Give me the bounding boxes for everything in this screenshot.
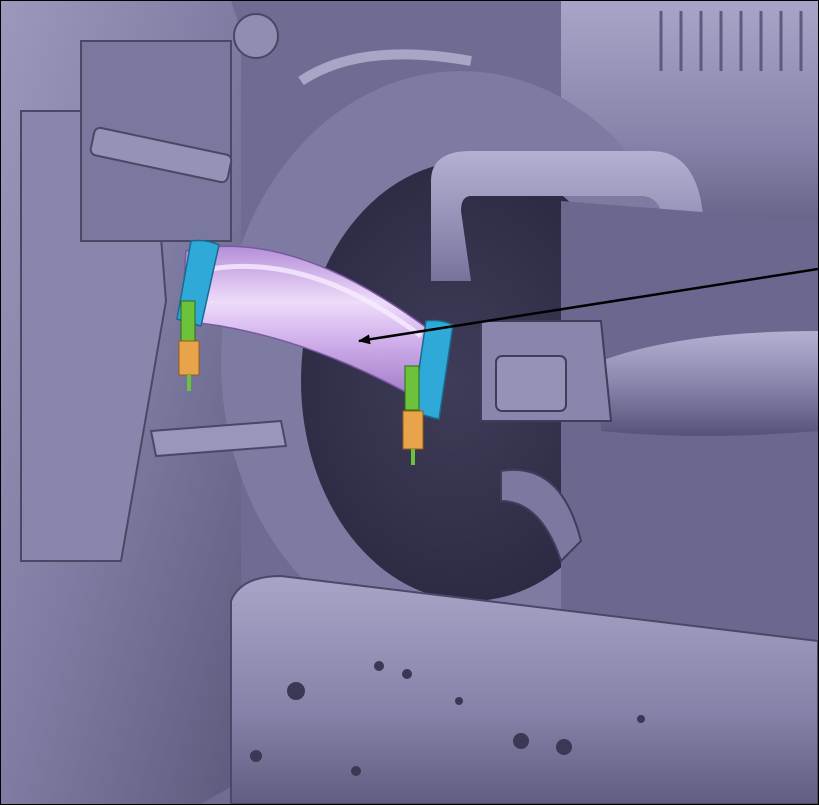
lower-pipe [500,468,583,563]
intake-manifold [601,331,818,436]
intake-fins [659,11,803,71]
lower-bracket [149,419,288,458]
crossmember-holes [250,661,645,776]
callout-arrow [358,267,818,345]
upper-strut [89,126,233,184]
hose-clamp-left [176,239,220,391]
shroud-rim [298,49,472,86]
front-crossmember [230,574,818,804]
throttle-actuator [495,355,567,412]
hose-clamp-right [402,319,454,465]
radiator-cap [233,13,279,59]
